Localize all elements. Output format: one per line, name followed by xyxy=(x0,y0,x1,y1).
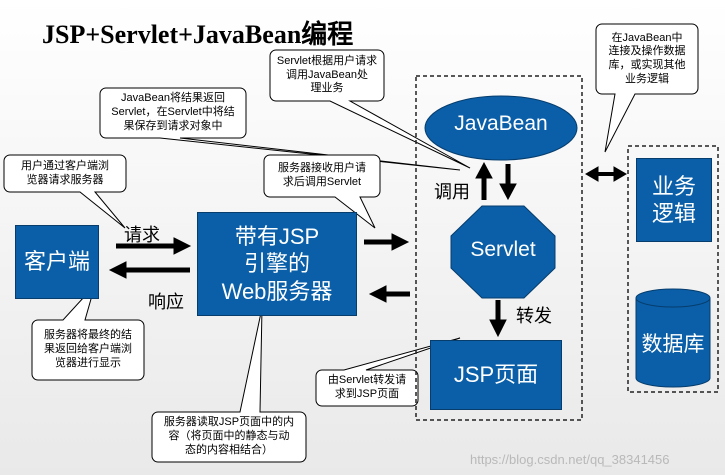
javabean-ellipse xyxy=(424,95,578,161)
callout-client-request: 用户通过客户端浏 览器请求服务器 xyxy=(21,160,109,186)
callout-servlet-invoke-bubble xyxy=(269,49,471,169)
response-label: 响应 xyxy=(148,292,184,312)
callout-javabean-result: JavaBean将结果返回 Servlet，在Servlet中将结 果保存到请求… xyxy=(111,92,235,132)
callout-server-invoke: 服务器接收用户请 求后调用Servlet xyxy=(278,162,366,188)
callout-result-return: 服务器将最终的结 果返回给客户端浏 览器进行显示 xyxy=(44,329,132,369)
business-dashed-container xyxy=(627,145,719,393)
database-cylinder xyxy=(635,288,711,388)
callout-result-return-bubble xyxy=(31,284,145,381)
client-box: 客户端 xyxy=(15,225,99,299)
watermark: https://blog.csdn.net/qq_38341456 xyxy=(470,452,670,467)
business-logic-box: 业务 逻辑 xyxy=(636,158,712,242)
callout-server-invoke-bubble xyxy=(263,154,381,229)
invoke-label: 调用 xyxy=(434,182,470,202)
callout-servlet-invoke: Servlet根据用户请求 调用JavaBean处 理业务 xyxy=(276,54,378,95)
server-side-dashed-container xyxy=(415,75,583,421)
callout-servlet-forward: 由Servlet转发请 求到JSP页面 xyxy=(327,374,407,400)
web-server-box: 带有JSP 引擎的 Web服务器 xyxy=(197,212,357,316)
request-label: 请求 xyxy=(124,225,160,245)
jsp-page-box: JSP页面 xyxy=(430,340,562,410)
database-label: 数据库 xyxy=(641,333,705,356)
forward-label: 转发 xyxy=(516,306,552,326)
callout-servlet-forward-bubble xyxy=(315,337,461,407)
business-logic-label: 业务 逻辑 xyxy=(651,173,696,227)
servlet-label: Servlet xyxy=(470,238,536,261)
callout-javabean-result-bubble xyxy=(99,87,461,171)
javabean-label: JavaBean xyxy=(454,112,548,135)
callout-server-read-jsp: 服务器读取JSP页面中的内 容（将页面中的静态与动 态的内容相结合） xyxy=(163,416,295,456)
callout-server-read-jsp-bubble xyxy=(151,307,307,463)
client-label: 客户端 xyxy=(23,249,90,275)
web-server-label: 带有JSP 引擎的 Web服务器 xyxy=(221,223,333,304)
jsp-page-label: JSP页面 xyxy=(453,362,539,388)
page-title: JSP+Servlet+JavaBean编程 xyxy=(42,20,354,49)
callout-javabean-connect: 在JavaBean中 连接及操作数据 库，或实现其他 业务逻辑 xyxy=(608,31,686,85)
callout-client-request-bubble xyxy=(3,154,127,229)
servlet-octagon xyxy=(450,205,556,299)
callout-javabean-connect-bubble xyxy=(595,23,699,153)
